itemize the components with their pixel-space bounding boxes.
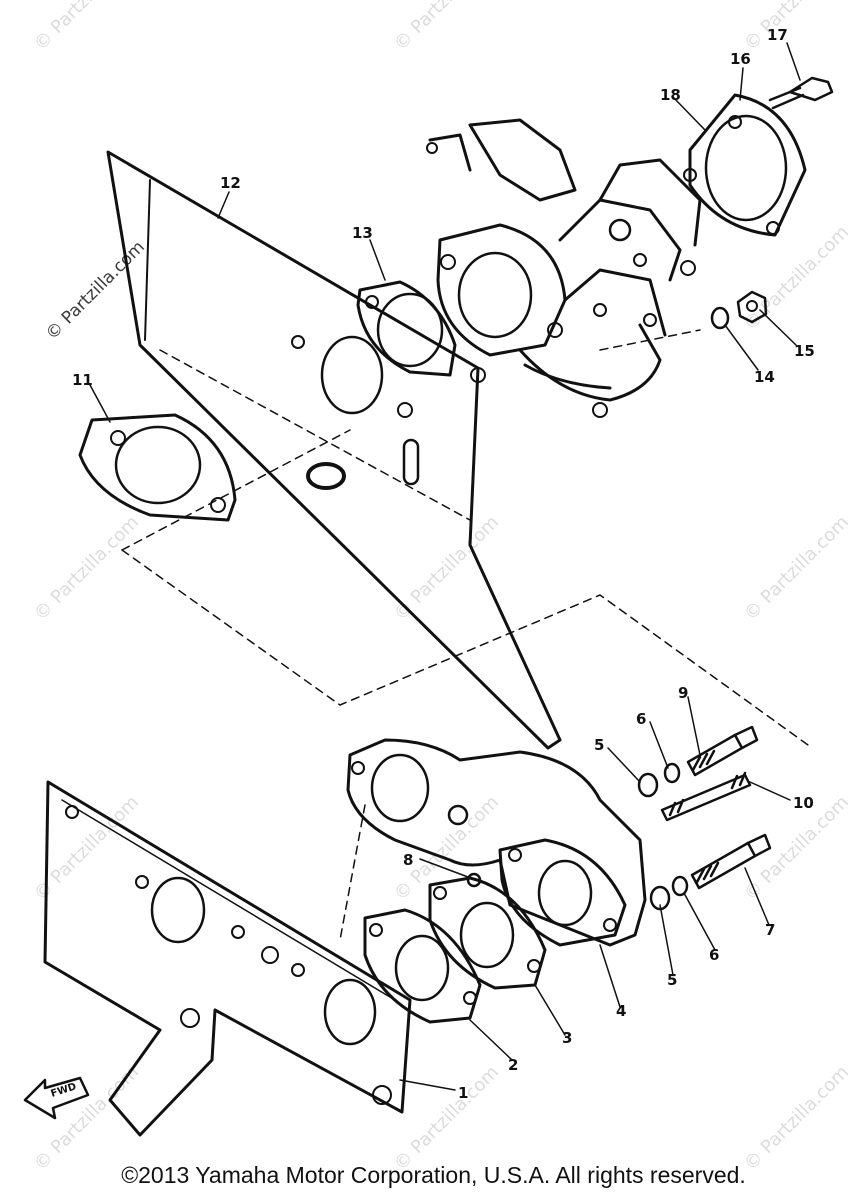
- callout-6-upper: 6: [636, 710, 646, 728]
- leader-lines: [89, 42, 801, 1091]
- bolt-8-small: [466, 872, 482, 888]
- lower-plate-1: [43, 780, 412, 1137]
- callout-7: 7: [765, 921, 775, 939]
- gasket-13: [356, 280, 457, 377]
- washer-5-upper: [637, 772, 659, 798]
- carburetor: [426, 118, 702, 418]
- gasket-11: [78, 413, 237, 522]
- callout-14: 14: [754, 368, 775, 386]
- callout-16: 16: [730, 50, 751, 68]
- callout-6-lower: 6: [709, 946, 719, 964]
- exploded-parts-diagram: FWD 1 2 3 4 5 6 7 5 6 9 10 8 11 12 13 14…: [23, 26, 834, 1137]
- forward-arrow-icon: FWD: [23, 1076, 90, 1120]
- bolt-7: [690, 833, 772, 890]
- callout-12: 12: [220, 174, 241, 192]
- callout-13: 13: [352, 224, 373, 242]
- bolt-17: [768, 76, 834, 110]
- callout-17: 17: [767, 26, 788, 44]
- callout-15: 15: [794, 342, 815, 360]
- washer-14: [710, 306, 730, 330]
- gasket-3: [428, 876, 547, 990]
- callout-2: 2: [508, 1056, 518, 1074]
- alignment-guides: [121, 329, 809, 941]
- nut-15: [736, 290, 768, 324]
- callout-1: 1: [458, 1084, 468, 1102]
- callout-8-lower: 8: [403, 851, 413, 869]
- callout-5-upper: 5: [594, 736, 604, 754]
- callout-9: 9: [678, 684, 688, 702]
- callout-3: 3: [562, 1029, 572, 1047]
- callout-18: 18: [660, 86, 681, 104]
- callout-5-lower: 5: [667, 971, 677, 989]
- washer-6-upper: [663, 762, 681, 784]
- bolt-9: [686, 725, 759, 777]
- intake-ring-18: [683, 93, 807, 237]
- forward-arrow-label: FWD: [50, 1081, 78, 1100]
- callout-11: 11: [72, 371, 93, 389]
- stud-10: [660, 771, 752, 822]
- manifold-4: [346, 738, 647, 947]
- washer-6-lower: [671, 875, 689, 897]
- callout-4: 4: [616, 1002, 626, 1020]
- copyright-notice: ©2013 Yamaha Motor Corporation, U.S.A. A…: [121, 1162, 746, 1188]
- heat-shield-plate: [106, 150, 562, 750]
- callout-10: 10: [793, 794, 814, 812]
- callout-labels: 1 2 3 4 5 6 7 5 6 9 10 8 11 12 13 14 15 …: [72, 26, 815, 1102]
